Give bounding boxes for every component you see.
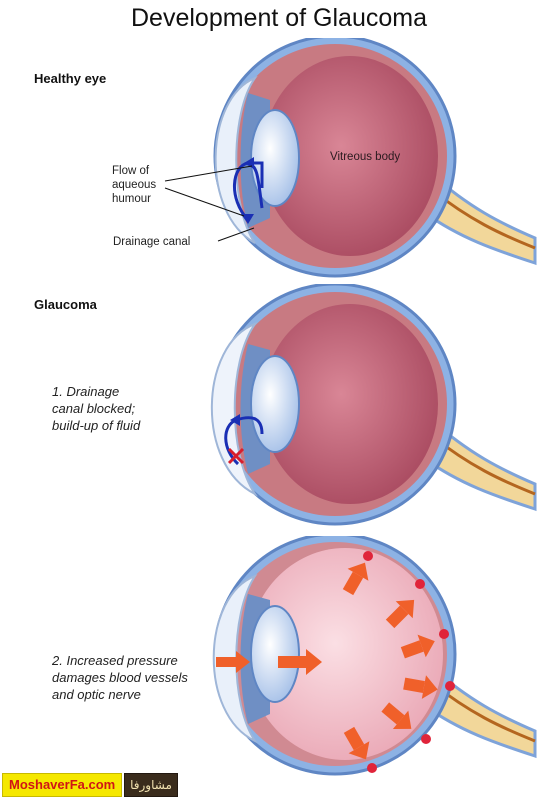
cornea: [214, 75, 258, 244]
watermark: MoshaverFa.com مشاورفا: [0, 769, 558, 800]
glaucoma-stage2-illustration: [212, 536, 537, 776]
pressure-arrows: [216, 562, 438, 760]
damaged-vessel-spots: [363, 551, 455, 773]
lens: [250, 109, 300, 207]
diagram-title: Development of Glaucoma: [131, 4, 427, 32]
blockage-marker: [227, 447, 245, 465]
optic-nerve: [423, 170, 537, 266]
lens: [250, 605, 300, 703]
glaucoma-heading: Glaucoma: [34, 297, 97, 312]
aqueous-flow-label: Flow of aqueous humour: [112, 165, 157, 205]
vitreous-body: [262, 304, 438, 504]
cornea: [210, 321, 258, 497]
glaucoma-stage1-illustration: [210, 284, 537, 526]
optic-nerve: [423, 416, 537, 512]
healthy-eye-heading: Healthy eye: [34, 71, 107, 86]
drainage-canal-label: Drainage canal: [113, 236, 191, 248]
vitreous-body: [262, 56, 438, 256]
brand-badge: MoshaverFa.com: [2, 773, 123, 797]
lens: [250, 355, 300, 453]
brand-badge-persian: مشاورفا: [124, 773, 178, 797]
vitreous-body-label: Vitreous body: [330, 151, 401, 163]
healthy-eye-illustration: [164, 38, 537, 278]
step2-caption: 2. Increased pressure damages blood vess…: [52, 653, 188, 702]
step1-caption: 1. Drainage canal blocked; build-up of f…: [52, 384, 141, 433]
